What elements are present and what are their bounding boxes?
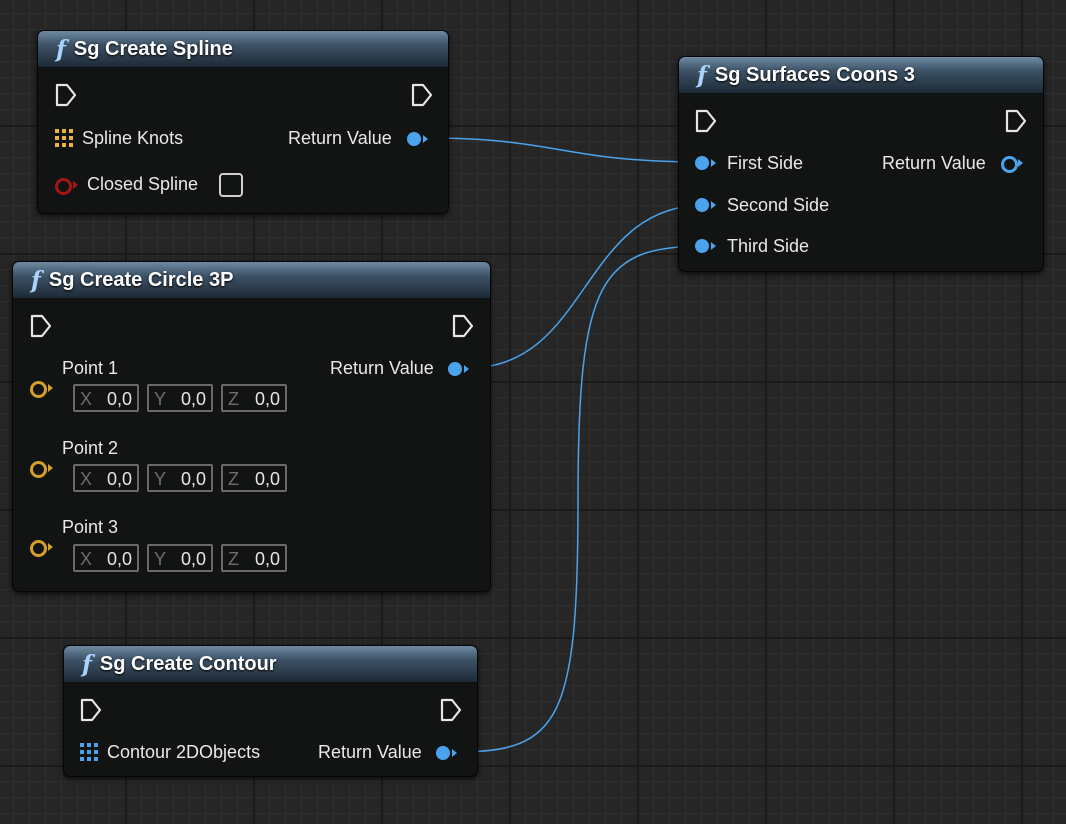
node-sg-create-contour[interactable]: f Sg Create Contour Contour 2DObjects Re…: [63, 645, 478, 777]
wire-contour-to-third-side[interactable]: [456, 245, 706, 753]
pin-label-spline-knots: Spline Knots: [82, 128, 184, 148]
exec-out-icon[interactable]: [411, 83, 433, 107]
exec-in-icon[interactable]: [30, 314, 52, 338]
exec-in-icon[interactable]: [55, 83, 77, 107]
node-sg-create-circle-3p[interactable]: f Sg Create Circle 3P Return Value Point…: [12, 261, 491, 592]
pin-arrow-icon: [711, 201, 716, 209]
pin-arrow-icon: [464, 365, 469, 373]
point-3-y-field[interactable]: Y 0,0: [147, 544, 213, 572]
pin-label-return-value: Return Value: [882, 153, 986, 173]
axis-label-z: Z: [228, 469, 239, 489]
axis-label-z: Z: [228, 389, 239, 409]
axis-label-x: X: [80, 389, 93, 409]
point-1-z-value: 0,0: [254, 389, 280, 409]
node-title: Sg Create Circle 3P: [48, 268, 234, 291]
pin-arrow-icon: [48, 464, 53, 472]
exec-in-icon[interactable]: [80, 698, 102, 722]
pin-arrow-icon: [48, 384, 53, 392]
exec-in-icon[interactable]: [695, 109, 717, 133]
array-grid-icon[interactable]: [55, 129, 73, 147]
function-icon: f: [697, 61, 707, 89]
output-pin-return-value[interactable]: [407, 132, 421, 146]
pin-label-point-3: Point 3: [62, 517, 119, 537]
function-icon: f: [56, 35, 66, 63]
pin-arrow-icon: [423, 135, 428, 143]
point-1-x-field[interactable]: X 0,0: [73, 384, 139, 412]
pin-label-point-1: Point 1: [62, 358, 119, 378]
axis-label-y: Y: [154, 549, 167, 569]
point-2-y-field[interactable]: Y 0,0: [147, 464, 213, 492]
pin-label-contour-2dobjects: Contour 2DObjects: [107, 742, 261, 762]
point-3-y-value: 0,0: [180, 549, 206, 569]
pin-arrow-icon: [711, 242, 716, 250]
exec-out-icon[interactable]: [440, 698, 462, 722]
input-pin-point-3[interactable]: [30, 540, 47, 557]
point-3-z-field[interactable]: Z 0,0: [221, 544, 287, 572]
point-3-z-value: 0,0: [254, 549, 280, 569]
exec-out-icon[interactable]: [452, 314, 474, 338]
wire-circle-to-second-side[interactable]: [467, 204, 706, 369]
exec-out-icon[interactable]: [1005, 109, 1027, 133]
pin-arrow-icon: [73, 181, 78, 189]
pin-arrow-icon: [452, 749, 457, 757]
axis-label-z: Z: [228, 549, 239, 569]
axis-label-y: Y: [154, 389, 167, 409]
point-1-y-field[interactable]: Y 0,0: [147, 384, 213, 412]
node-header[interactable]: f Sg Create Contour: [64, 646, 477, 683]
closed-spline-checkbox[interactable]: [219, 173, 243, 197]
pin-label-third-side: Third Side: [727, 236, 810, 256]
function-icon: f: [82, 650, 92, 678]
input-pin-point-2[interactable]: [30, 461, 47, 478]
input-pin-point-1[interactable]: [30, 381, 47, 398]
point-1-x-value: 0,0: [106, 389, 132, 409]
input-pin-first-side[interactable]: [695, 156, 709, 170]
node-title: Sg Create Spline: [73, 37, 233, 60]
point-2-x-field[interactable]: X 0,0: [73, 464, 139, 492]
point-2-z-field[interactable]: Z 0,0: [221, 464, 287, 492]
node-header[interactable]: f Sg Surfaces Coons 3: [679, 57, 1043, 94]
point-2-z-value: 0,0: [254, 469, 280, 489]
output-pin-return-value[interactable]: [1001, 156, 1018, 173]
input-pin-third-side[interactable]: [695, 239, 709, 253]
pin-arrow-icon: [711, 159, 716, 167]
node-title: Sg Create Contour: [99, 652, 277, 675]
pin-label-second-side: Second Side: [727, 195, 830, 215]
input-pin-closed-spline[interactable]: [55, 178, 72, 195]
pin-label-closed-spline: Closed Spline: [87, 174, 199, 194]
node-title: Sg Surfaces Coons 3: [714, 63, 915, 86]
point-2-y-value: 0,0: [180, 469, 206, 489]
wire-spline-to-first-side[interactable]: [426, 137, 706, 163]
function-icon: f: [31, 266, 41, 294]
input-pin-second-side[interactable]: [695, 198, 709, 212]
output-pin-return-value[interactable]: [436, 746, 450, 760]
point-1-y-value: 0,0: [180, 389, 206, 409]
point-1-z-field[interactable]: Z 0,0: [221, 384, 287, 412]
axis-label-x: X: [80, 549, 93, 569]
output-pin-return-value[interactable]: [448, 362, 462, 376]
pin-label-return-value: Return Value: [318, 742, 422, 762]
point-3-x-field[interactable]: X 0,0: [73, 544, 139, 572]
axis-label-x: X: [80, 469, 93, 489]
axis-label-y: Y: [154, 469, 167, 489]
point-3-x-value: 0,0: [106, 549, 132, 569]
pin-label-first-side: First Side: [727, 153, 804, 173]
pin-label-return-value: Return Value: [330, 358, 434, 378]
node-header[interactable]: f Sg Create Circle 3P: [13, 262, 490, 299]
pin-label-point-2: Point 2: [62, 438, 119, 458]
point-2-x-value: 0,0: [106, 469, 132, 489]
array-grid-icon[interactable]: [80, 743, 98, 761]
pin-arrow-icon: [48, 543, 53, 551]
node-sg-surfaces-coons-3[interactable]: f Sg Surfaces Coons 3 First Side Return …: [678, 56, 1044, 272]
pin-arrow-icon: [1018, 159, 1023, 167]
node-header[interactable]: f Sg Create Spline: [38, 31, 448, 68]
node-sg-create-spline[interactable]: f Sg Create Spline Spline Knots Return V…: [37, 30, 449, 214]
pin-label-return-value: Return Value: [288, 128, 392, 148]
